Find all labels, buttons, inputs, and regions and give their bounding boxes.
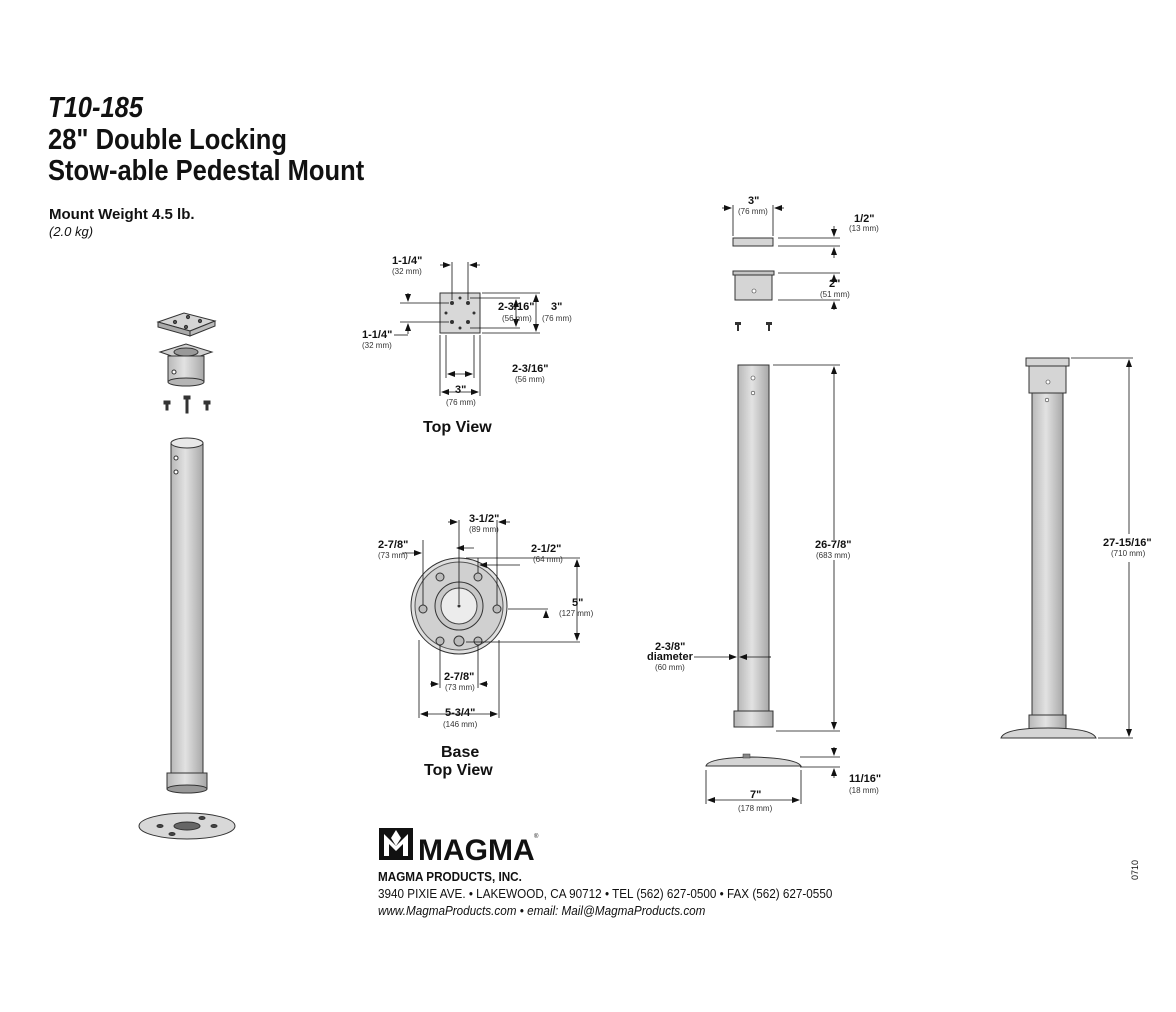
top-view: 1-1/4" (32 mm) 1-1/4" (32 mm) 2-3/16" (5…: [362, 255, 572, 436]
dim-tube-length: 26-7/8": [815, 539, 851, 551]
dim-top-hole-spacing-metric: (32 mm): [392, 267, 422, 276]
dim-base-inner-bottom-metric: (73 mm): [445, 683, 475, 692]
dim-base-left-metric: (73 mm): [378, 551, 408, 560]
top-view-caption: Top View: [423, 419, 492, 436]
dim-base-height: 5": [572, 597, 583, 609]
side-elevation: 3" (76 mm) 1/2" (13 mm) 2" (51 mm) 26-7/…: [647, 195, 881, 813]
document-code: 0710: [1130, 859, 1140, 880]
company-name: MAGMA PRODUCTS, INC.: [378, 869, 522, 884]
product-title-line2: Stow-able Pedestal Mount: [48, 155, 365, 187]
dim-base-inner-bottom: 2-7/8": [444, 671, 474, 683]
dim-outer-right-metric: (76 mm): [542, 314, 572, 323]
base-caption-line1: Base: [441, 744, 479, 761]
svg-text:®: ®: [534, 833, 539, 840]
dim-base-width: 7": [750, 789, 761, 801]
dim-outer-bottom-metric: (76 mm): [446, 398, 476, 407]
dim-base-height-metric: (127 mm): [559, 609, 594, 618]
company-web: www.MagmaProducts.com • email: Mail@Magm…: [378, 903, 706, 918]
dim-cap-width-metric: (76 mm): [738, 207, 768, 216]
dim-inner-right-metric: (56 mm): [502, 314, 532, 323]
dim-base-right-metric: (64 mm): [533, 555, 563, 564]
exploded-view: [138, 312, 236, 840]
dim-base-thickness: 11/16": [849, 773, 881, 785]
dim-cap-width: 3": [748, 195, 759, 207]
assembled-view: 27-15/16" (710 mm): [1000, 357, 1152, 739]
dim-diameter: 2-3/8": [655, 641, 685, 653]
dim-left-hole-spacing: 1-1/4": [362, 329, 392, 341]
base-top-view: 3-1/2" (89 mm) 2-7/8" (73 mm) 2-1/2" (64…: [378, 513, 594, 779]
dim-socket-height-metric: (51 mm): [820, 290, 850, 299]
dim-outer-right: 3": [551, 301, 562, 313]
dim-diameter-label: diameter: [647, 651, 694, 663]
screws-side: [735, 322, 772, 331]
mount-weight: Mount Weight 4.5 lb.: [49, 206, 195, 223]
dim-outer-bottom: 3": [455, 384, 466, 396]
dim-base-outer-bottom: 5-3/4": [445, 707, 475, 719]
company-address: 3940 PIXIE AVE. • LAKEWOOD, CA 90712 • T…: [378, 886, 833, 901]
dim-inner-right: 2-3/16": [498, 301, 534, 313]
dim-left-hole-spacing-metric: (32 mm): [362, 341, 392, 350]
dim-base-outer-bottom-metric: (146 mm): [443, 720, 478, 729]
dim-base-top: 3-1/2": [469, 513, 499, 525]
dim-inner-bottom-metric: (56 mm): [515, 375, 545, 384]
dim-base-top-metric: (89 mm): [469, 525, 499, 534]
magma-logo: MAGMA ®: [379, 828, 539, 867]
dim-base-width-metric: (178 mm): [738, 804, 773, 813]
dim-total-height: 27-15/16": [1103, 537, 1152, 549]
product-title-line1: 28" Double Locking: [48, 124, 287, 156]
dim-diameter-metric: (60 mm): [655, 663, 685, 672]
screws-exploded: [163, 395, 211, 414]
dim-socket-height: 2": [829, 278, 840, 290]
dim-cap-height: 1/2": [854, 213, 875, 225]
dim-tube-length-metric: (683 mm): [816, 551, 851, 560]
base-caption-line2: Top View: [424, 762, 493, 779]
dim-top-hole-spacing: 1-1/4": [392, 255, 422, 267]
dim-base-thickness-metric: (18 mm): [849, 786, 879, 795]
dim-base-left: 2-7/8": [378, 539, 408, 551]
mount-weight-metric: (2.0 kg): [49, 224, 94, 239]
model-number: T10-185: [48, 92, 144, 124]
dim-inner-bottom: 2-3/16": [512, 363, 548, 375]
dim-base-right: 2-1/2": [531, 543, 561, 555]
dim-cap-height-metric: (13 mm): [849, 224, 879, 233]
dim-total-height-metric: (710 mm): [1111, 549, 1146, 558]
brand-name: MAGMA: [418, 834, 535, 867]
